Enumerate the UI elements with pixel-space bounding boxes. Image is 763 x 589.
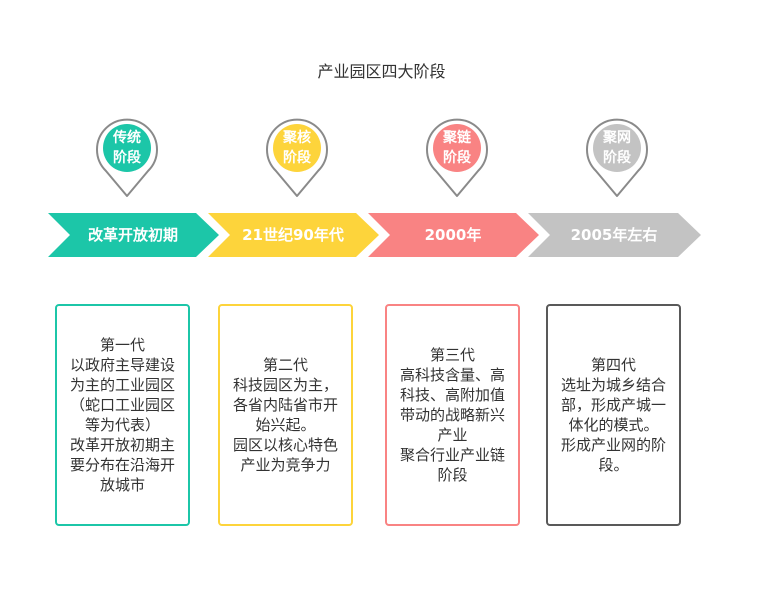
stage-3-pin-label-line1: 聚链 (443, 130, 471, 146)
stage-1-card-line: （蛇口工业园区 (69, 396, 175, 414)
diagram-title: 产业园区四大阶段 (317, 62, 446, 81)
stage-2-card-line: 科技园区为主， (232, 376, 338, 394)
stage-4-pin: 聚网 阶段 (583, 114, 651, 198)
stage-2-card-line: 园区以核心特色 (232, 436, 338, 454)
stage-4-card-line: 段。 (598, 456, 629, 474)
stage-1-card-line: 放城市 (99, 476, 145, 494)
stage-4-card-line: 体化的模式。 (568, 416, 659, 434)
stage-2-pin: 聚核 阶段 (263, 114, 331, 198)
stage-2-arrow (208, 213, 379, 257)
location-pin-icon (266, 118, 328, 197)
location-pin-icon (586, 118, 648, 197)
stage-1-card-line: 以政府主导建设 (69, 356, 175, 374)
location-pin-icon (426, 118, 488, 197)
stage-1-pin-label-line2: 阶段 (113, 150, 141, 166)
stage-3-card-line: 高科技含量、高 (399, 366, 505, 384)
stage-1-pin-label-line1: 传统 (113, 130, 141, 146)
stage-3-card-line: 科技、高附加值 (399, 386, 505, 404)
stage-4-pin-label-line2: 阶段 (603, 150, 631, 166)
stage-1-card-line: 第一代 (99, 336, 145, 354)
stage-4-arrow (528, 213, 701, 257)
stage-3-arrow (368, 213, 539, 257)
stage-3-card-line: 聚合行业产业链 (399, 446, 505, 464)
location-pin-icon (96, 118, 158, 197)
stage-3-pin-label-line2: 阶段 (443, 150, 471, 166)
stage-3-card: 第三代 高科技含量、高 科技、高附加值 带动的战略新兴 产业 聚合行业产业链 阶… (385, 304, 520, 526)
stage-1-pin: 传统 阶段 (93, 114, 161, 198)
stage-3-card-line: 第三代 (429, 346, 475, 364)
stage-3-card-line: 带动的战略新兴 (399, 406, 505, 424)
stage-1-period-label: 改革开放初期 (87, 226, 178, 244)
stage-4-pin-label-line1: 聚网 (603, 130, 631, 146)
stage-2-card-line: 始兴起。 (255, 416, 316, 434)
stage-3-card-line: 阶段 (437, 466, 468, 484)
stage-2-card-line: 产业为竞争力 (240, 456, 331, 474)
stage-2-card: 第二代 科技园区为主， 各省内陆省市开 始兴起。 园区以核心特色 产业为竞争力 (218, 304, 353, 526)
stage-4-card-line: 第四代 (590, 356, 636, 374)
stage-4-card-line: 部，形成产城一 (560, 396, 666, 414)
stage-1-card-line: 改革开放初期主 (69, 436, 175, 454)
stage-4-period-label: 2005年左右 (570, 226, 658, 244)
stage-4-card-line: 形成产业网的阶 (560, 436, 666, 454)
stage-4-card: 第四代 选址为城乡结合 部，形成产城一 体化的模式。 形成产业网的阶 段。 (546, 304, 681, 526)
stage-3-pin: 聚链 阶段 (423, 114, 491, 198)
stage-2-card-line: 各省内陆省市开 (232, 396, 338, 414)
stage-4-card-line: 选址为城乡结合 (560, 376, 666, 394)
stage-1-card-line: 等为代表） (84, 416, 160, 434)
stage-1-arrow (48, 213, 219, 257)
stage-1-card: 第一代 以政府主导建设 为主的工业园区 （蛇口工业园区 等为代表） 改革开放初期… (55, 304, 190, 526)
stage-1-card-line: 为主的工业园区 (69, 376, 175, 394)
stage-2-period-label: 21世纪90年代 (242, 226, 344, 244)
stage-1-card-line: 要分布在沿海开 (69, 456, 175, 474)
stage-2-pin-label-line1: 聚核 (283, 130, 311, 146)
stage-3-card-line: 产业 (437, 426, 468, 444)
stage-2-pin-label-line2: 阶段 (283, 150, 311, 166)
stage-2-card-line: 第二代 (262, 356, 308, 374)
stage-3-period-label: 2000年 (424, 226, 482, 244)
